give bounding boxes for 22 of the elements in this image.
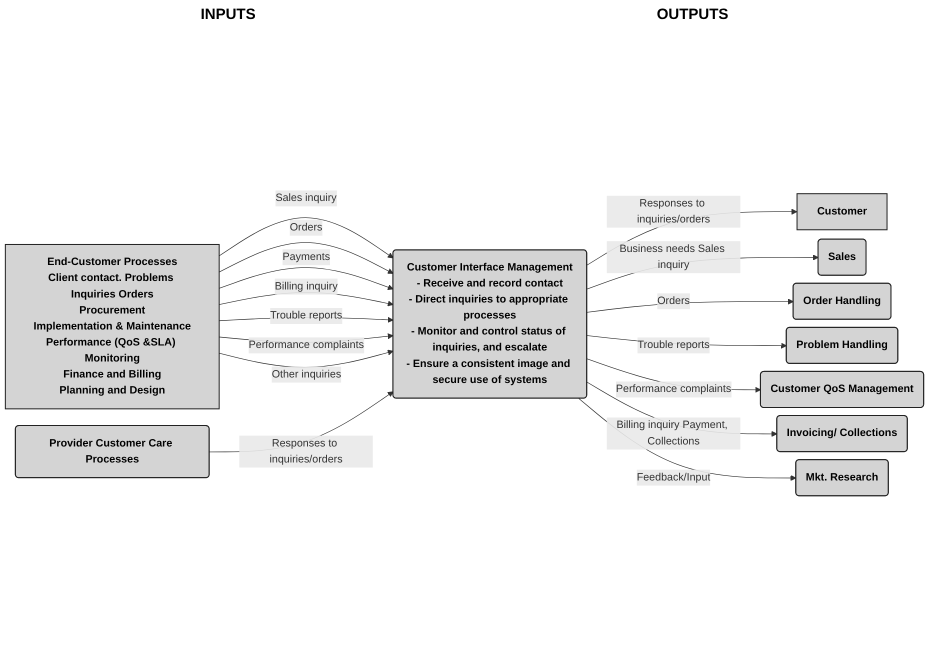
edge-label: Payments (282, 251, 330, 263)
edge-label: Orders (290, 222, 322, 234)
edge-label: Trouble reports (270, 310, 342, 322)
edge-label: Responses to inquiries/orders (637, 198, 710, 226)
edge-label: Performance complaints (248, 339, 364, 351)
arrow (218, 217, 394, 258)
edge-label: Trouble reports (638, 339, 710, 351)
edge-label: Billing inquiry (274, 280, 338, 292)
edge-label: Business needs Sales inquiry (619, 243, 725, 270)
edge-label: Other inquiries (272, 368, 342, 380)
edge-label: Orders (657, 295, 690, 307)
edge-label: Sales inquiry (275, 192, 337, 204)
edge-label: Billing inquiry Payment, Collections (616, 420, 728, 447)
node-box: Customer (796, 193, 888, 230)
column-heading: OUTPUTS (656, 6, 728, 22)
edge-label: Performance complaints (616, 383, 732, 395)
edge-label: Feedback/Input (636, 472, 710, 483)
edge-label: Responses to inquiries/orders (269, 438, 343, 465)
column-heading: INPUTS (200, 6, 256, 22)
node-box: End-Customer Processes Client contact. Problems Inquiries Orders Procurement Implementation & Maintenance Performance (QoS &SLA) Monitoring Finance and Billing Planning and Design (4, 244, 220, 410)
arrow (218, 242, 394, 274)
arrow (218, 267, 394, 290)
